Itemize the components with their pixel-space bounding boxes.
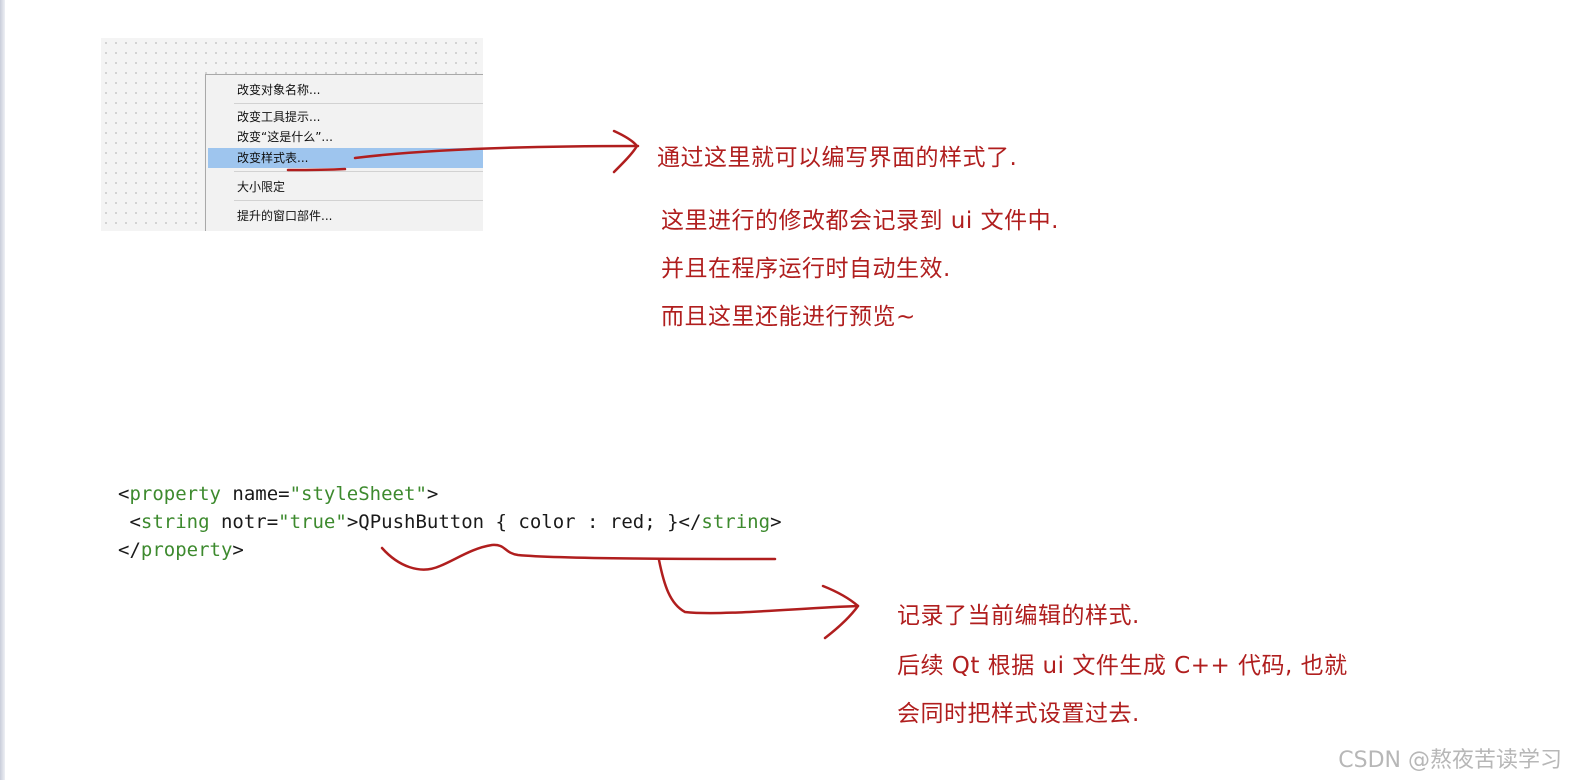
code-text: >QPushButton { color : red; }</ [346,511,702,533]
code-token: > [426,483,439,505]
menu-separator [234,171,483,172]
menu-item-change-whats-this[interactable]: 改变“这是什么”... [208,127,483,147]
left-edge-bar [0,0,5,780]
arrowhead-bottom [821,584,860,640]
code-token: > [770,511,782,533]
watermark: CSDN @熬夜苦读学习 [1338,748,1562,773]
annotation-top-line-2: 并且在程序运行时自动生效. [661,256,951,282]
code-token: </ [118,539,141,561]
menu-item-label: 大小限定 [237,180,286,194]
underline-stroke [286,167,347,172]
wavy-underline [380,543,777,571]
menu-item-label: 提升的窗口部件... [237,209,333,223]
menu-item-promoted-widgets[interactable]: 提升的窗口部件... [208,206,483,226]
code-tag: string [701,511,771,533]
context-menu: 改变对象名称... 改变工具提示... 改变“这是什么”... 改变样式表...… [205,74,483,231]
annotation-top-line-3: 而且这里还能进行预览~ [661,304,916,330]
pointer-line-bottom [657,558,860,615]
pointer-line-top [353,144,640,160]
annotation-top-main: 通过这里就可以编写界面的样式了. [657,145,1018,171]
menu-separator [234,103,483,104]
designer-canvas-screenshot: 改变对象名称... 改变工具提示... 改变“这是什么”... 改变样式表...… [101,38,483,231]
code-tag: property [140,539,233,561]
arrowhead-top [612,129,639,174]
annotation-bottom-line-3: 会同时把样式设置过去. [897,701,1140,727]
annotation-bottom-line-1: 记录了当前编辑的样式. [897,603,1140,629]
menu-item-change-object-name[interactable]: 改变对象名称... [208,80,483,100]
code-string: "styleSheet" [289,483,427,505]
code-line-3: </property> [118,536,782,564]
code-line-1: <property name="styleSheet"> [118,480,782,508]
menu-item-label: 改变对象名称... [237,83,321,97]
menu-item-label: 改变“这是什么”... [237,130,333,144]
code-attr: name= [220,483,290,505]
annotation-bottom-line-2: 后续 Qt 根据 ui 文件生成 C++ 代码, 也就 [897,653,1348,679]
menu-separator [234,200,483,201]
code-attr: notr= [209,511,279,533]
code-tag: string [140,511,210,533]
menu-item-label: 改变工具提示... [237,110,321,124]
menu-item-change-tooltip[interactable]: 改变工具提示... [208,107,483,127]
menu-item-size-constraints[interactable]: 大小限定 ▸ [208,177,483,197]
code-token: < [118,483,130,505]
code-token: > [232,539,244,561]
code-token: < [118,511,141,533]
menu-item-label: 改变样式表... [237,151,309,165]
code-line-2: <string notr="true">QPushButton { color … [118,508,782,536]
code-string: "true" [278,511,347,533]
annotation-top-line-1: 这里进行的修改都会记录到 ui 文件中. [661,208,1059,234]
code-tag: property [129,483,221,505]
xml-code-block: <property name="styleSheet"> <string not… [118,480,782,564]
